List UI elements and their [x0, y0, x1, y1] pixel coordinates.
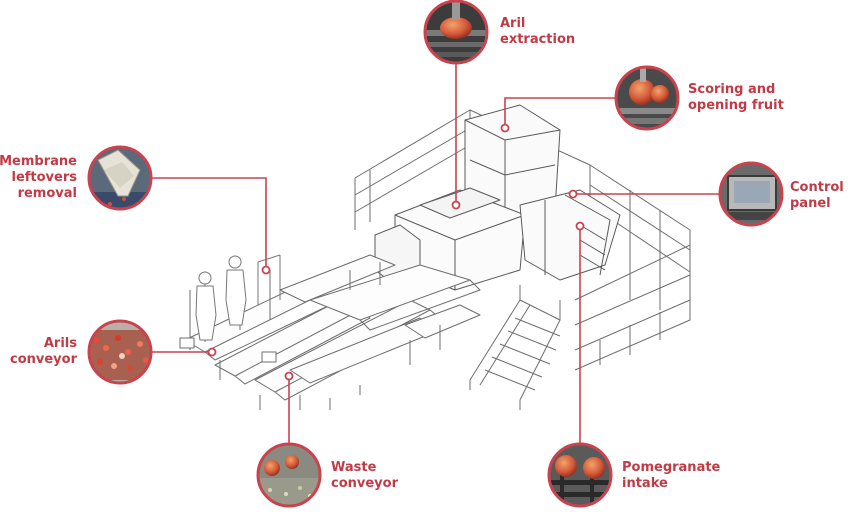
leader-lines — [151, 63, 720, 444]
label-arils-conveyor: Arils conveyor — [10, 336, 77, 367]
dot-scoring — [500, 123, 510, 133]
dot-waste-conveyor — [284, 371, 294, 381]
stairs — [469, 285, 561, 410]
arils-conveyor-photo — [87, 319, 153, 385]
left-conveyors — [179, 254, 481, 410]
label-waste-conveyor: Waste conveyor — [331, 460, 398, 491]
machine-body — [374, 104, 621, 291]
machine-drawing — [179, 104, 691, 410]
dot-membrane — [261, 265, 271, 275]
leader-dots — [207, 123, 585, 381]
label-pomegranate-intake: Pomegranate intake — [622, 460, 721, 491]
label-aril-extraction: Aril extraction — [500, 16, 576, 47]
operator-figures — [195, 254, 281, 341]
dot-aril-extraction — [451, 200, 461, 210]
dot-control-panel — [568, 189, 578, 199]
label-membrane-leftovers-removal: Membrane leftovers removal — [0, 154, 77, 201]
label-scoring-and-opening-fruit: Scoring and opening fruit — [688, 82, 784, 113]
aril-extraction-photo — [423, 0, 489, 65]
label-control-panel: Control panel — [790, 180, 844, 211]
dot-pomegranate-intake — [575, 221, 585, 231]
leader-membrane — [151, 177, 267, 270]
membrane-removal-photo — [87, 145, 153, 211]
waste-conveyor-photo — [256, 442, 322, 508]
scoring-photo — [614, 65, 680, 131]
leader-scoring — [504, 97, 616, 128]
dot-arils-conveyor — [207, 347, 217, 357]
pomegranate-intake-photo — [547, 442, 613, 508]
control-panel-photo — [718, 161, 784, 227]
